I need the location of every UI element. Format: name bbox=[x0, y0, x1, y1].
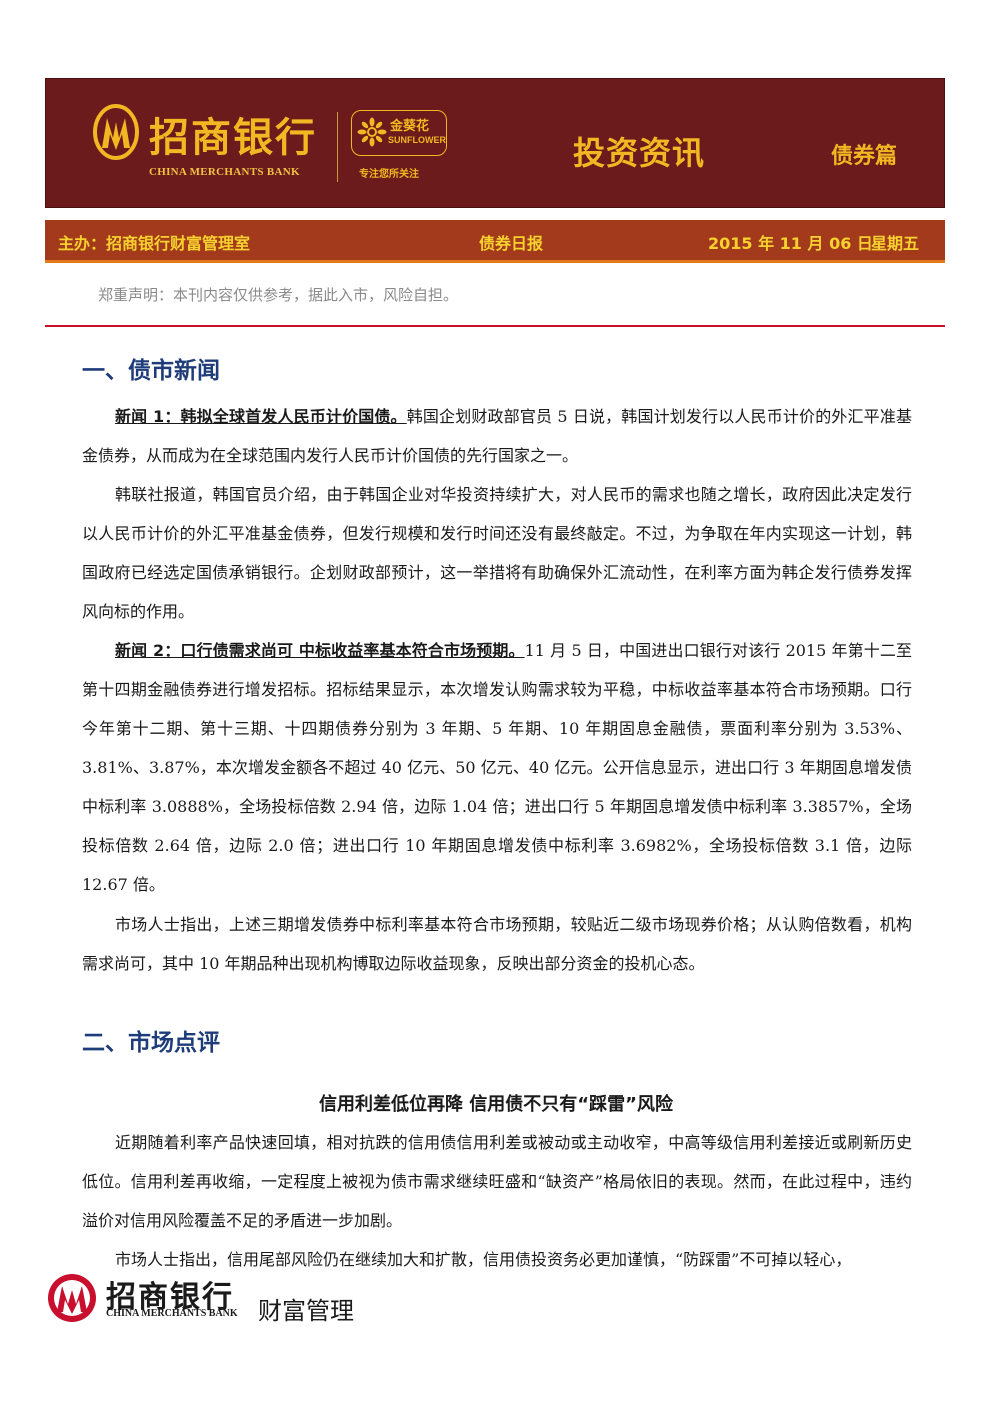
review-subheading: 信用利差低位再降 信用债不只有“踩雷”风险 bbox=[319, 1094, 673, 1115]
bank-name-en: CHINA MERCHANTS BANK bbox=[149, 166, 300, 178]
report-title: 投资资讯 bbox=[573, 134, 706, 172]
sunflower-badge: 金葵花 SUNFLOWER bbox=[351, 110, 447, 156]
news-1-paragraph: 新闻 1：韩拟全球首发人民币计价国债。韩国企划财政部官员 5 日说，韩国计划发行… bbox=[82, 397, 912, 475]
report-name: 债券日报 bbox=[479, 234, 544, 253]
news-1-body: 韩国企划财政部官员 5 日说，韩国计划发行以人民币计价的外汇平准基金债券，从而成… bbox=[82, 407, 912, 465]
sunflower-slogan: 专注您所关注 bbox=[359, 169, 419, 180]
section-heading-news: 一、债市新闻 bbox=[82, 358, 220, 384]
news-2-paragraph-2: 市场人士指出，上述三期增发债券中标利率基本符合市场预期，较贴近二级市场现券价格；… bbox=[82, 915, 912, 973]
bank-name-cn: 招商银行 bbox=[149, 115, 317, 161]
footer-department: 财富管理 bbox=[258, 1297, 354, 1325]
banner-divider bbox=[337, 112, 338, 182]
news-1-paragraph-2: 韩联社报道，韩国官员介绍，由于韩国企业对华投资持续扩大，对人民币的需求也随之增长… bbox=[82, 485, 912, 621]
news-2-body: 11 月 5 日，中国进出口银行对该行 2015 年第十二至第十四期金融债券进行… bbox=[82, 641, 912, 894]
disclaimer: 郑重声明：本刊内容仅供参考，据此入市，风险自担。 bbox=[98, 286, 459, 304]
organizer: 主办：招商银行财富管理室 bbox=[58, 234, 251, 253]
cmb-logo-icon bbox=[93, 104, 139, 160]
footer-bank-name-cn: 招商银行 bbox=[106, 1280, 234, 1315]
sunflower-name-en: SUNFLOWER bbox=[388, 135, 446, 145]
report-date: 2015 年 11 月 06 日 bbox=[708, 234, 873, 253]
footer-cmb-logo-icon bbox=[48, 1274, 96, 1322]
news-2-paragraph: 新闻 2：口行债需求尚可 中标收益率基本符合市场预期。11 月 5 日，中国进出… bbox=[82, 631, 912, 904]
footer-bank-name-en: CHINA MERCHANTS BANK bbox=[106, 1308, 238, 1319]
sunflower-name-cn: 金葵花 bbox=[390, 119, 430, 134]
news-2-lead: 新闻 2：口行债需求尚可 中标收益率基本符合市场预期。 bbox=[115, 641, 525, 660]
section-heading-review: 二、市场点评 bbox=[82, 1030, 220, 1056]
report-weekday: 星期五 bbox=[871, 234, 920, 253]
info-bar: 主办：招商银行财富管理室 债券日报 2015 年 11 月 06 日 星期五 bbox=[45, 220, 945, 263]
review-paragraph-2: 市场人士指出，信用尾部风险仍在继续加大和扩散，信用债投资务必更加谨慎，“防踩雷”… bbox=[115, 1250, 852, 1269]
sunflower-icon bbox=[357, 117, 387, 147]
header-banner: 招商银行 CHINA MERCHANTS BANK 金葵花 SUNFLOWER … bbox=[45, 78, 945, 208]
report-section: 债券篇 bbox=[831, 144, 898, 169]
news-1-lead: 新闻 1：韩拟全球首发人民币计价国债。 bbox=[115, 407, 407, 426]
review-paragraph-1: 近期随着利率产品快速回填，相对抗跌的信用债信用利差或被动或主动收窄，中高等级信用… bbox=[82, 1133, 912, 1230]
header-rule bbox=[45, 325, 945, 327]
